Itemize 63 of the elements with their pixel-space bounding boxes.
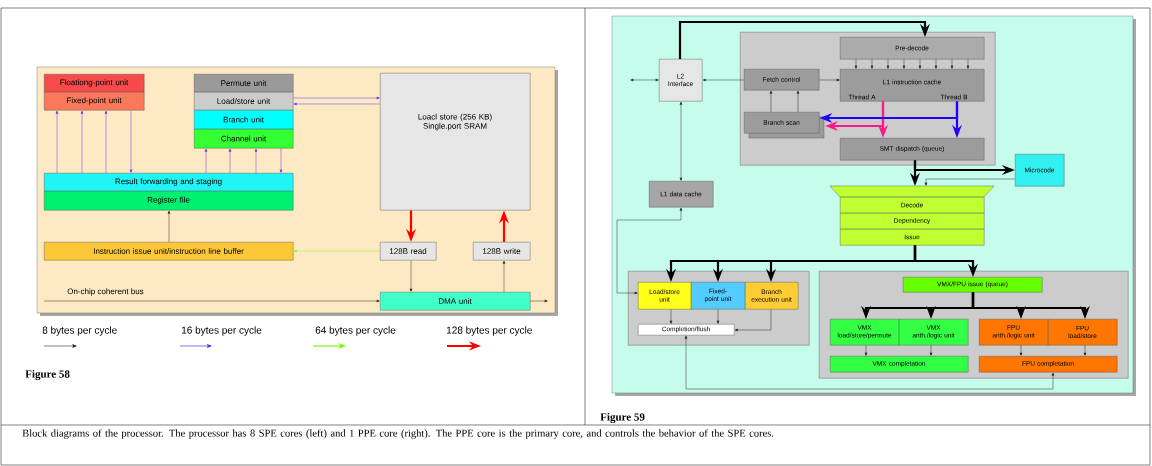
arrow [886, 59, 890, 69]
arrow [702, 78, 745, 82]
arrow [924, 178, 1016, 186]
unit-box: Result forwarding and staging [44, 173, 294, 192]
arrow [279, 148, 283, 173]
edge-label: On-chip coherent bus [66, 287, 145, 297]
arrow [293, 102, 381, 106]
buffer-box: 128B read [380, 242, 437, 261]
arrow [55, 110, 59, 174]
arrow [716, 309, 720, 324]
arrow [80, 110, 84, 174]
unit-box: Channel unit [194, 129, 294, 149]
arrow [228, 148, 232, 174]
figure-label: Figure 59 [600, 412, 645, 423]
arrow [934, 59, 938, 69]
arrow [293, 96, 380, 100]
funnel-shape [829, 185, 995, 198]
unit-box: Permute unit [194, 74, 294, 93]
arrow [679, 101, 683, 181]
arrow [502, 260, 506, 293]
unit-box: Register file [44, 191, 294, 211]
arrow [43, 299, 380, 303]
arrow [864, 345, 868, 356]
arrow [902, 59, 906, 69]
legend-label: 64 bytes per cycle [315, 326, 396, 336]
arrow [1019, 345, 1023, 356]
figure-label: Figure 58 [25, 369, 70, 381]
legend-label: 8 bytes per cycle [42, 326, 117, 336]
arrow [966, 59, 970, 69]
arrow [630, 78, 659, 82]
arrow [918, 59, 922, 69]
arrow [167, 210, 171, 243]
unit-box: DMA unit [380, 292, 531, 311]
arrow [734, 309, 772, 332]
arrow [819, 78, 840, 82]
arrow [769, 90, 773, 113]
unit-box: Floationg-point unit [44, 74, 145, 93]
unit-box: Load/store unit [194, 92, 294, 111]
arrow [1083, 345, 1087, 356]
buffer-box: 128B write [473, 242, 531, 261]
arrow [870, 59, 874, 69]
arrow [204, 148, 208, 174]
arrow [254, 148, 258, 174]
arrow [950, 59, 954, 69]
arrow [796, 90, 800, 113]
arrow [530, 299, 548, 303]
unit-box: Fixed-point unit [44, 92, 145, 111]
arrow [129, 110, 133, 173]
arrow [616, 207, 683, 295]
arrow [684, 335, 1055, 390]
unit-box: Branch unit [194, 110, 294, 130]
arrow [104, 110, 108, 174]
unit-box: Instruction issue unit/instruction line buffer [44, 242, 294, 261]
arrow [854, 59, 858, 69]
memory-box: Loacl store (256 KB) Single.port SRAM [380, 73, 531, 211]
arrow [409, 260, 413, 292]
legend-label: 128 bytes per cycle [447, 326, 532, 336]
caption: Block diagrams of the processor. The processor has 8 SPE cores (left) and 1 PPE core (right). The PPE core is the primary core, and controls the behavior of the SPE cores. [22, 429, 774, 439]
arrow [678, 20, 930, 59]
arrow [929, 345, 933, 356]
legend-label: 16 bytes per cycle [182, 326, 262, 336]
arrow [293, 249, 381, 253]
arrow [669, 309, 673, 324]
